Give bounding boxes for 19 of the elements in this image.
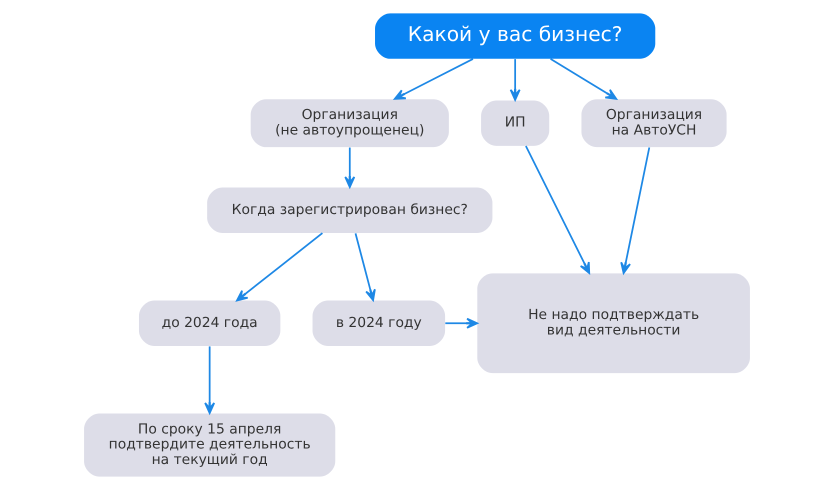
arrow <box>525 146 590 274</box>
arrow <box>445 318 478 329</box>
node-box: Организация (не автоупрощенец) <box>250 99 449 148</box>
arrow <box>550 58 618 100</box>
node-box: ИП <box>481 100 550 146</box>
node-box: Не надо подтверждать вид деятельности <box>477 273 750 374</box>
arrow <box>354 233 376 302</box>
node-box: Организация на АвтоУСН <box>581 99 727 148</box>
node-box: Какой у вас бизнес? <box>375 13 656 59</box>
arrow <box>620 147 650 274</box>
node-box: в 2024 году <box>312 300 446 346</box>
node-box: По сроку 15 апреля подтвердите деятельность на текущий год <box>84 414 336 477</box>
node-box: Когда зарегистрирован бизнес? <box>207 188 492 233</box>
arrow <box>510 59 521 101</box>
arrow <box>204 346 216 414</box>
node-box: до 2024 года <box>138 300 280 346</box>
arrow <box>236 232 323 302</box>
arrow <box>394 58 474 100</box>
arrow <box>344 148 356 188</box>
